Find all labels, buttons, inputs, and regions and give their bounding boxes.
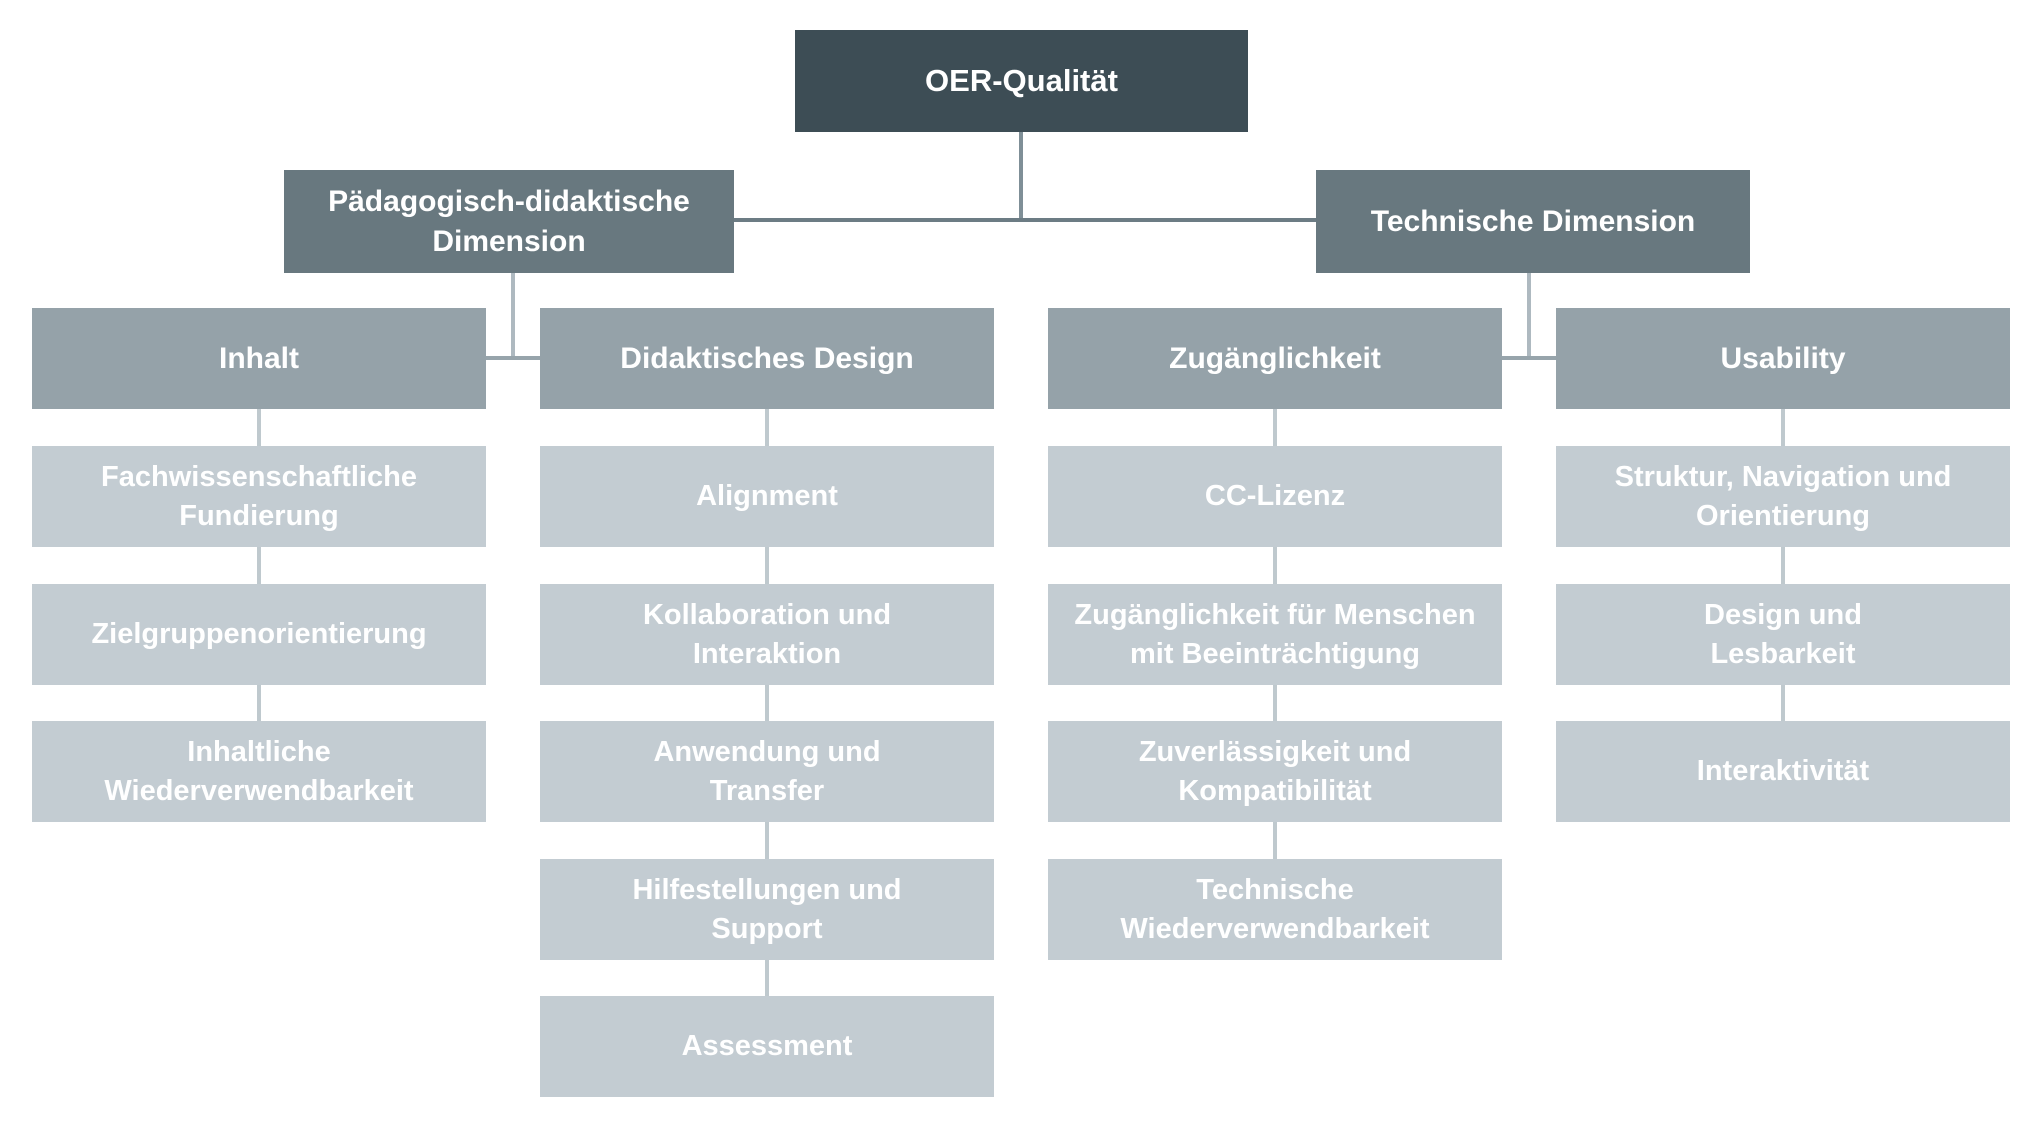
node-struktur-navigation-orientierung: Struktur, Navigation und Orientierung (1556, 446, 2010, 547)
connector-col3-stem-1 (1273, 409, 1277, 446)
node-zuverlaessigkeit-und-kompatibilitaet: Zuverlässigkeit und Kompatibilität (1048, 721, 1502, 822)
connector-col3-stem-2 (1273, 547, 1277, 584)
node-hilfestellungen-und-support: Hilfestellungen und Support (540, 859, 994, 960)
connector-col2-stem-2 (765, 547, 769, 584)
connector-col1-stem-3 (257, 685, 261, 721)
node-usability: Usability (1556, 308, 2010, 409)
connector-col1-stem-1 (257, 409, 261, 446)
node-technische-wiederverwendbarkeit: Technische Wiederverwendbarkeit (1048, 859, 1502, 960)
connector-zugaenglichkeit-usability-bar (1502, 356, 1556, 360)
connector-paedagogisch-stem (511, 273, 515, 358)
node-alignment: Alignment (540, 446, 994, 547)
node-zielgruppenorientierung: Zielgruppenorientierung (32, 584, 486, 685)
connector-col4-stem-2 (1781, 547, 1785, 584)
connector-col2-stem-5 (765, 960, 769, 996)
connector-dimensions-bar (734, 218, 1316, 222)
node-assessment: Assessment (540, 996, 994, 1097)
connector-col2-stem-3 (765, 685, 769, 721)
node-technische-dimension: Technische Dimension (1316, 170, 1750, 273)
node-interaktivitaet: Interaktivität (1556, 721, 2010, 822)
connector-inhalt-didaktik-bar (486, 356, 540, 360)
node-cc-lizenz: CC-Lizenz (1048, 446, 1502, 547)
connector-col2-stem-1 (765, 409, 769, 446)
connector-root-stem (1019, 132, 1023, 222)
connector-col2-stem-4 (765, 822, 769, 859)
node-anwendung-und-transfer: Anwendung und Transfer (540, 721, 994, 822)
node-kollaboration-und-interaktion: Kollaboration und Interaktion (540, 584, 994, 685)
connector-col4-stem-3 (1781, 685, 1785, 721)
node-zugaenglichkeit-fuer-menschen: Zugänglichkeit für Menschen mit Beeinträ… (1048, 584, 1502, 685)
connector-col4-stem-1 (1781, 409, 1785, 446)
node-didaktisches-design: Didaktisches Design (540, 308, 994, 409)
connector-col3-stem-4 (1273, 822, 1277, 859)
node-zugaenglichkeit: Zugänglichkeit (1048, 308, 1502, 409)
node-paedagogisch-didaktische-dimension: Pädagogisch-didaktische Dimension (284, 170, 734, 273)
node-fachwissenschaftliche-fundierung: Fachwissenschaftliche Fundierung (32, 446, 486, 547)
connector-technische-stem (1527, 273, 1531, 358)
connector-col3-stem-3 (1273, 685, 1277, 721)
node-oer-qualitaet: OER-Qualität (795, 30, 1248, 132)
connector-col1-stem-2 (257, 547, 261, 584)
node-inhaltliche-wiederverwendbarkeit: Inhaltliche Wiederverwendbarkeit (32, 721, 486, 822)
node-inhalt: Inhalt (32, 308, 486, 409)
node-design-und-lesbarkeit: Design und Lesbarkeit (1556, 584, 2010, 685)
